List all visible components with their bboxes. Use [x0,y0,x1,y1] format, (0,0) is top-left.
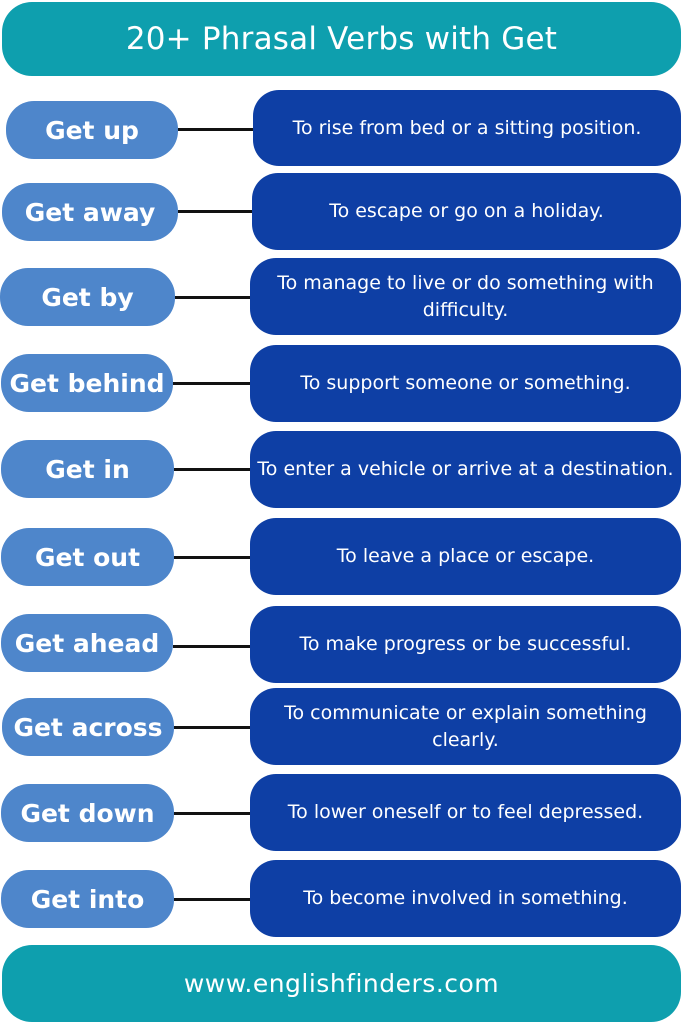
verb-pill: Get away [2,183,178,241]
title-banner: 20+ Phrasal Verbs with Get [2,2,681,76]
footer-banner: www.englishfinders.com [2,945,681,1022]
definition-box: To leave a place or escape. [250,518,681,595]
connector-line [175,296,251,299]
verb-pill: Get in [1,440,174,498]
website-url[interactable]: www.englishfinders.com [183,969,500,998]
verb-pill: Get across [2,698,174,756]
connector-line [174,468,251,471]
verb-pill: Get down [1,784,174,842]
definition-box: To lower oneself or to feel depressed. [250,774,681,851]
page-title: 20+ Phrasal Verbs with Get [125,21,558,57]
definition-box: To become involved in something. [250,860,681,937]
definition-box: To manage to live or do something with d… [250,258,681,335]
connector-line [178,128,254,131]
definition-box: To rise from bed or a sitting position. [253,90,681,166]
verb-pill: Get by [0,268,175,326]
verb-pill: Get into [1,870,174,928]
connector-line [174,812,251,815]
definition-box: To communicate or explain something clea… [250,688,681,765]
verb-pill: Get out [1,528,174,586]
connector-line [178,210,253,213]
definition-box: To support someone or something. [250,345,681,422]
connector-line [174,898,251,901]
verb-pill: Get ahead [1,614,173,672]
verb-pill: Get behind [1,354,173,412]
connector-line [173,382,251,385]
definition-box: To enter a vehicle or arrive at a destin… [250,431,681,508]
definition-box: To escape or go on a holiday. [252,173,681,250]
connector-line [173,645,251,648]
connector-line [174,726,251,729]
connector-line [174,556,251,559]
definition-box: To make progress or be successful. [250,606,681,683]
verb-pill: Get up [6,101,178,159]
